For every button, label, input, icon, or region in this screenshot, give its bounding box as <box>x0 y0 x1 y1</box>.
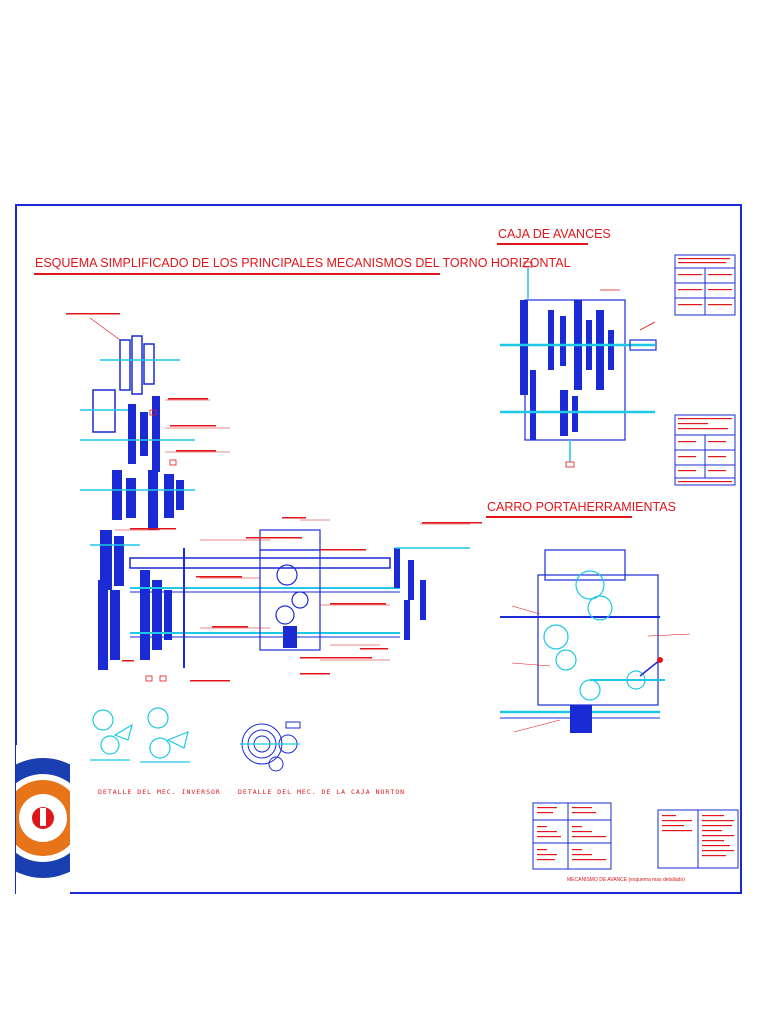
caja-table-1 <box>674 254 736 316</box>
leader-lines <box>89 317 470 661</box>
avance-table-left-text <box>537 807 606 861</box>
avance-table-left <box>532 802 612 870</box>
carro-lever-knob <box>657 657 663 663</box>
inversor-sketch-1 <box>90 709 133 761</box>
gear-markers <box>145 409 177 682</box>
carriage-apron <box>259 549 321 651</box>
carro-lever <box>639 659 661 677</box>
main-title-underline <box>34 273 440 275</box>
main-title: ESQUEMA SIMPLIFICADO DE LOS PRINCIPALES … <box>35 256 571 270</box>
drawing-frame <box>15 204 742 894</box>
carro-gears <box>543 570 646 701</box>
carriage-gear-1 <box>276 564 298 586</box>
bancada-left <box>183 548 185 668</box>
caja-table-1-text <box>678 258 732 306</box>
apron-gears-right <box>394 548 426 640</box>
carro-leaders <box>511 605 691 733</box>
headstock-gears <box>98 396 184 670</box>
label-marks <box>66 313 482 682</box>
detail-inversor-label: DETALLE DEL MEC. INVERSOR <box>98 788 221 796</box>
caja-title: CAJA DE AVANCES <box>498 227 611 241</box>
carro-title-underline <box>486 516 632 518</box>
pulley-1 <box>119 339 131 391</box>
caja-table-2 <box>674 414 736 486</box>
caja-title-underline <box>497 243 588 245</box>
carriage-worm <box>283 626 297 648</box>
caja-output-coupler <box>629 339 657 351</box>
detail-norton-label: DETALLE DEL MEC. DE LA CAJA NORTON <box>238 788 406 796</box>
caja-markers <box>523 261 656 468</box>
carro-apron <box>537 574 659 706</box>
carro-top-slide <box>544 549 626 581</box>
avance-table-right-text <box>662 815 734 857</box>
caja-table-2-text <box>678 418 732 483</box>
carro-worm-box <box>570 705 592 733</box>
pulley-3 <box>143 343 155 385</box>
avance-table-right <box>657 809 739 869</box>
norton-sketch <box>241 721 301 772</box>
carriage-gear-2 <box>291 591 309 609</box>
inversor-sketch-2 <box>140 707 190 763</box>
motor-body <box>92 389 116 433</box>
caja-gears <box>520 300 614 440</box>
university-seal-icon <box>16 745 70 895</box>
carro-title: CARRO PORTAHERRAMIENTAS <box>487 500 676 514</box>
avance-caption: MECANISMO DE AVANCE (esquema mas detalla… <box>567 877 685 883</box>
carriage-gear-3 <box>275 605 295 625</box>
pulley-2 <box>131 335 143 395</box>
